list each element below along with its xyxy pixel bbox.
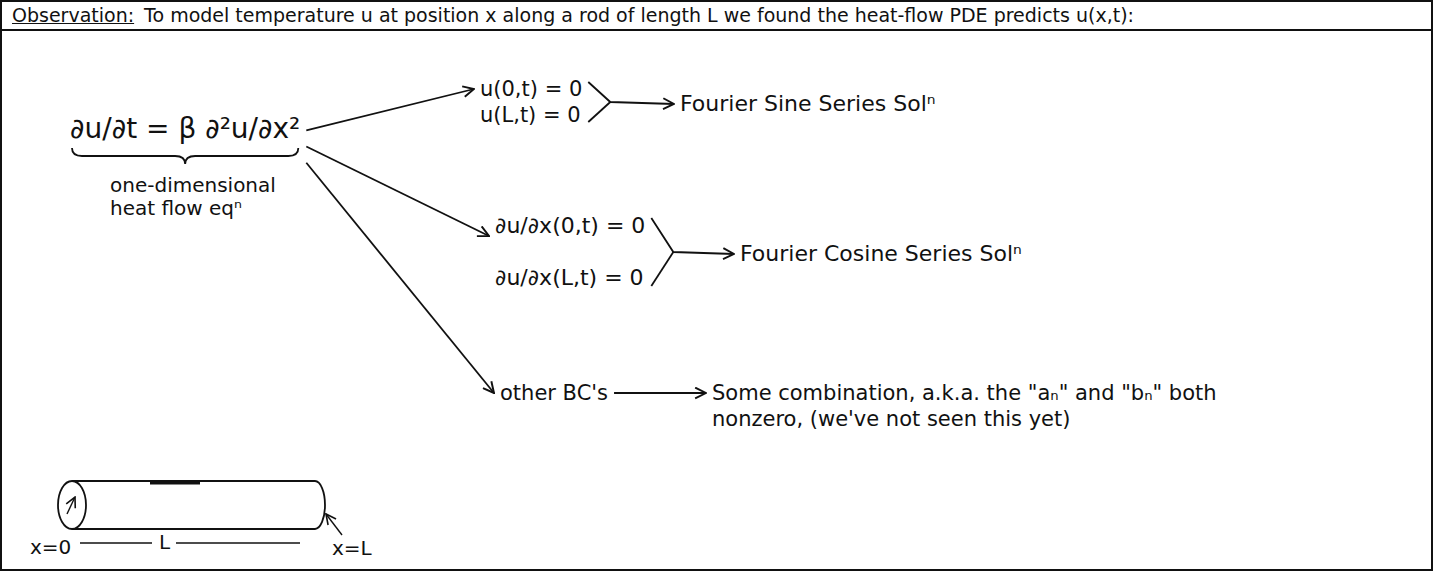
solution-note: Fourier Cosine Series Solⁿ (740, 240, 1022, 268)
boundary-condition: other BC's (500, 380, 608, 406)
solution-text: Some combination, a.k.a. the "aₙ" and "b… (712, 380, 1312, 432)
boundary-condition: ∂u/∂x(0,t) = 0 (495, 212, 645, 240)
boundary-condition: ∂u/∂x(L,t) = 0 (495, 264, 645, 292)
boundary-conditions: ∂u/∂x(0,t) = 0 ∂u/∂x(L,t) = 0 (495, 212, 645, 292)
solution-text: Fourier Sine Series Solⁿ (680, 90, 936, 118)
arrow-line (306, 163, 494, 393)
boundary-condition: u(0,t) = 0 (480, 76, 582, 102)
observation-text: To model temperature u at position x alo… (144, 4, 1134, 26)
underbrace (72, 148, 298, 164)
merge-bracket (651, 252, 673, 286)
header-band: Observation: To model temperature u at po… (2, 2, 1431, 31)
flow-arrow (306, 163, 494, 393)
flow-arrow (614, 393, 706, 394)
rod-shade (150, 482, 200, 485)
solution-text: Fourier Cosine Series Solⁿ (740, 240, 1022, 268)
dimension-label: L (157, 531, 172, 553)
flow-arrow (651, 218, 734, 286)
rod-mark (67, 497, 75, 514)
arrow-line (306, 89, 474, 130)
flow-arrow (588, 82, 674, 122)
boundary-conditions: other BC's (500, 380, 608, 406)
position-label: x=0 (28, 536, 73, 558)
boundary-condition: u(L,t) = 0 (480, 102, 582, 128)
arrow-line (588, 82, 674, 104)
solution-note: Fourier Sine Series Solⁿ (680, 90, 936, 118)
flow-arrow (306, 89, 474, 130)
arrow-line (306, 147, 489, 236)
rod-end (58, 481, 86, 529)
solution-note: Some combination, a.k.a. the "aₙ" and "b… (712, 380, 1312, 432)
rod-edge (72, 528, 315, 530)
dimension-line (176, 542, 300, 543)
flow-arrow (306, 147, 489, 236)
rod-end (315, 481, 325, 529)
boundary-conditions: u(0,t) = 0u(L,t) = 0 (480, 76, 582, 128)
observation-heading: Observation: (12, 4, 134, 26)
position-label: x=L (330, 537, 374, 559)
arrow-line (614, 392, 706, 394)
merge-bracket (588, 102, 610, 122)
leader-line (326, 514, 342, 535)
arrow-line (651, 218, 734, 254)
dimension-line (80, 542, 152, 543)
equation-block: ∂u/∂t = β ∂²u/∂x² one-dimensional heat fl… (70, 112, 300, 220)
heat-equation: ∂u/∂t = β ∂²u/∂x² (70, 112, 300, 146)
equation-caption: one-dimensional heat flow eqⁿ (110, 174, 300, 220)
